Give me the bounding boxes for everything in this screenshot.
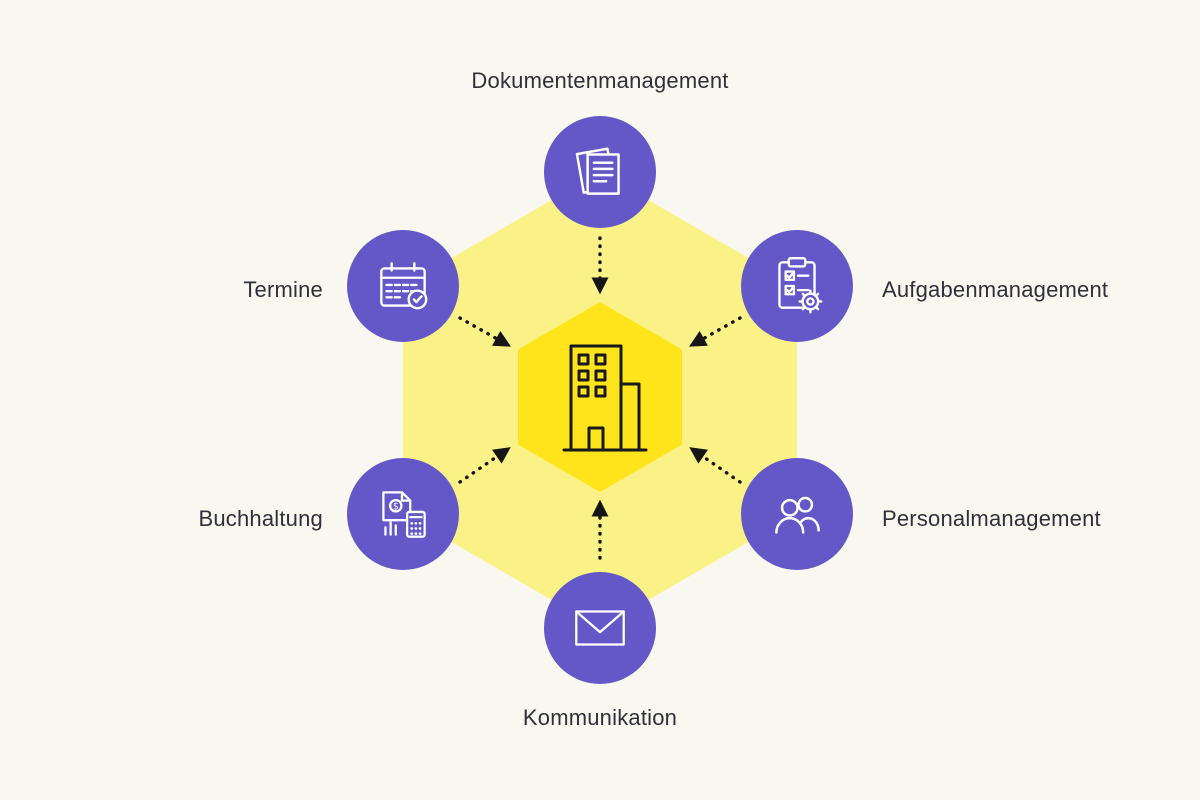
node-dokumentenmanagement	[544, 116, 656, 228]
label-personalmanagement: Personalmanagement	[882, 506, 1101, 531]
label-buchhaltung: Buchhaltung	[198, 506, 323, 531]
documents-icon	[575, 147, 620, 195]
arrows	[458, 236, 742, 560]
label-termine: Termine	[243, 277, 323, 302]
arrow-top-right	[689, 316, 742, 347]
arrow-top-left	[458, 316, 511, 347]
node-aufgabenmanagement	[741, 230, 853, 342]
calendar-check-icon	[380, 262, 428, 310]
people-icon	[775, 496, 820, 534]
clipboard-tasks-icon	[778, 256, 823, 314]
label-kommunikation: Kommunikation	[522, 705, 678, 730]
label-dokumentenmanagement: Dokumentenmanagement	[471, 68, 729, 93]
label-aufgabenmanagement: Aufgabenmanagement	[882, 277, 1109, 302]
node-termine	[347, 230, 459, 342]
envelope-icon	[575, 610, 625, 646]
building-icon	[562, 344, 648, 452]
node-personalmanagement	[741, 458, 853, 570]
node-buchhaltung: $	[347, 458, 459, 570]
invoice-calculator-icon: $	[382, 491, 426, 538]
svg-text:$: $	[393, 501, 399, 512]
arrow-bottom-right	[689, 447, 742, 484]
node-kommunikation	[544, 572, 656, 684]
arrow-bottom-left	[458, 447, 511, 484]
